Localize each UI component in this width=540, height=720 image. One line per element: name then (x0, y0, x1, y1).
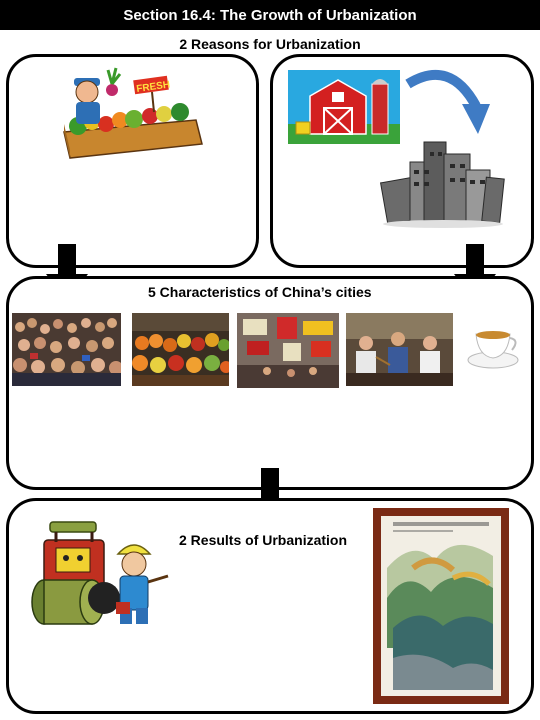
farmer-market-icon: FRESH (63, 67, 203, 159)
fruit-market-photo (132, 313, 229, 386)
barn-sign-text: FRESH (136, 79, 171, 95)
tea-house-photo (346, 313, 453, 386)
page-title: Section 16.4: The Growth of Urbanization (123, 6, 417, 24)
reasons-heading: 2 Reasons for Urbanization (179, 36, 361, 52)
barn-icon (288, 70, 400, 144)
curved-arrow-icon (405, 70, 490, 134)
page-title-bar: Section 16.4: The Growth of Urbanization (0, 0, 540, 30)
city-buildings-icon (380, 141, 505, 228)
reason-box-left (6, 54, 259, 268)
landscape-painting-icon (373, 508, 509, 704)
crowd-photo (12, 313, 121, 386)
road-roller-worker-icon (31, 521, 169, 625)
teacup-icon (467, 331, 519, 369)
results-heading: 2 Results of Urbanization (179, 532, 348, 548)
street-signs-photo (237, 313, 339, 388)
characteristics-heading: 5 Characteristics of China’s cities (148, 284, 372, 300)
